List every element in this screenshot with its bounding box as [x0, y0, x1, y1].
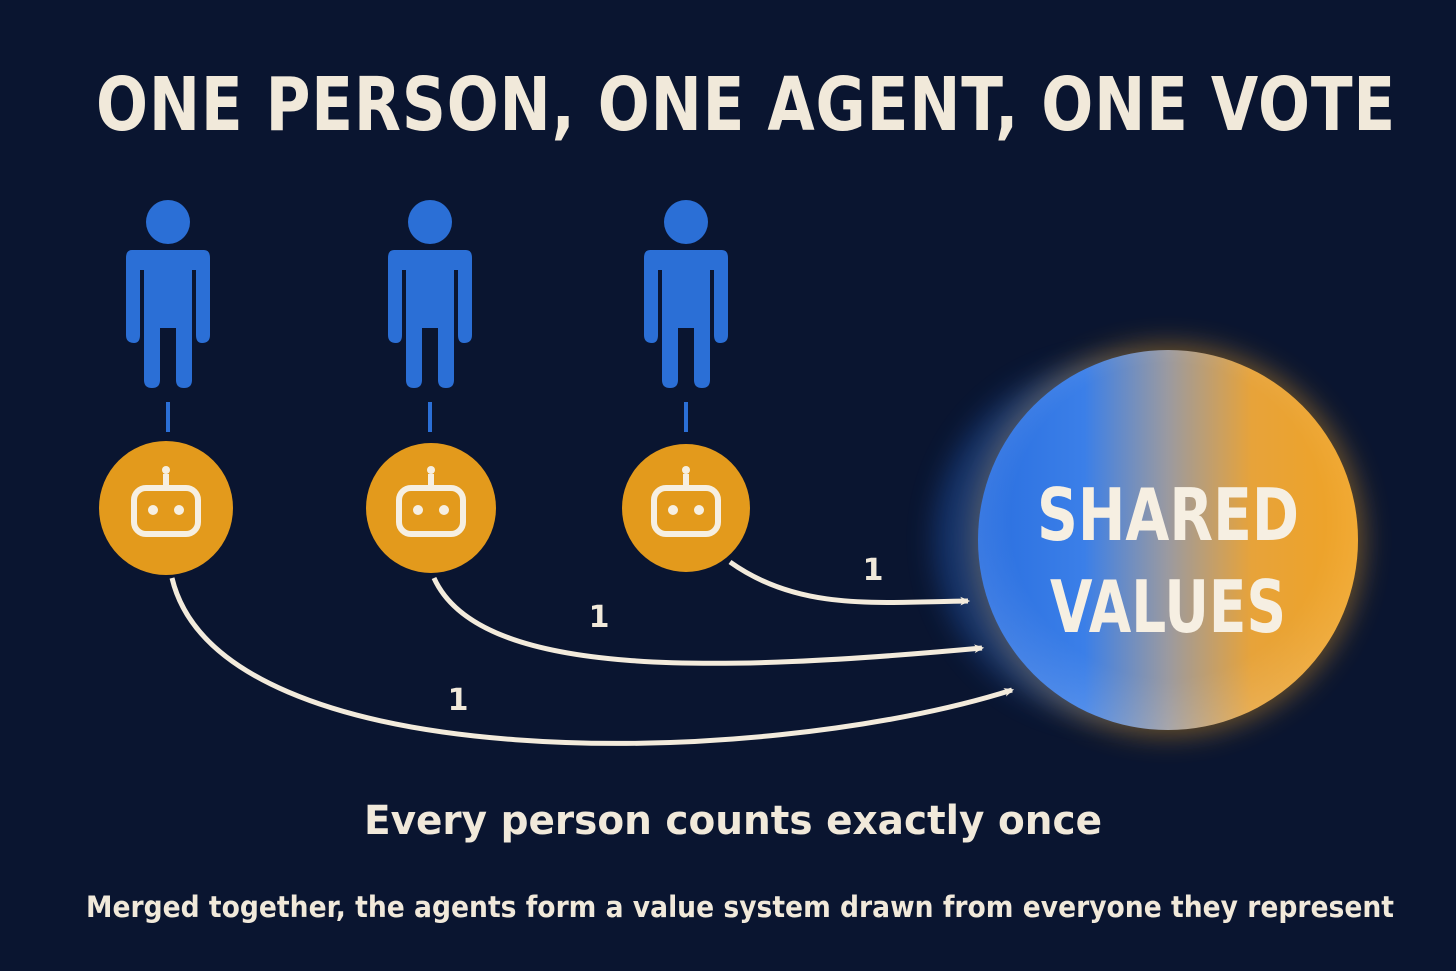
person-icon: [388, 200, 472, 388]
person-1: [126, 200, 210, 388]
person-icon: [644, 200, 728, 388]
shared-values-line2: VALUES: [1050, 565, 1286, 649]
robot-icon: [396, 466, 466, 537]
vote-arrow-1: [169, 577, 1015, 746]
person-icon: [126, 200, 210, 388]
vote-label-1: 1: [448, 683, 469, 718]
agent-3: [622, 444, 750, 572]
vote-arrow-3: [728, 559, 971, 606]
agent-2: [366, 443, 496, 573]
vote-label-2: 1: [589, 600, 610, 635]
person-2: [388, 200, 472, 388]
page-title: ONE PERSON, ONE AGENT, ONE VOTE: [96, 62, 1396, 148]
shared-values-line1: SHARED: [1037, 473, 1299, 557]
person-3: [644, 200, 728, 388]
shared-values-circle: SHARED VALUES: [935, 345, 1363, 735]
subtitle: Every person counts exactly once: [364, 798, 1102, 844]
robot-icon: [131, 466, 201, 537]
caption: Merged together, the agents form a value…: [86, 890, 1394, 924]
vote-label-3: 1: [863, 553, 884, 588]
agent-1: [99, 441, 233, 575]
robot-icon: [651, 466, 721, 537]
vote-arrow-2: [431, 576, 985, 666]
